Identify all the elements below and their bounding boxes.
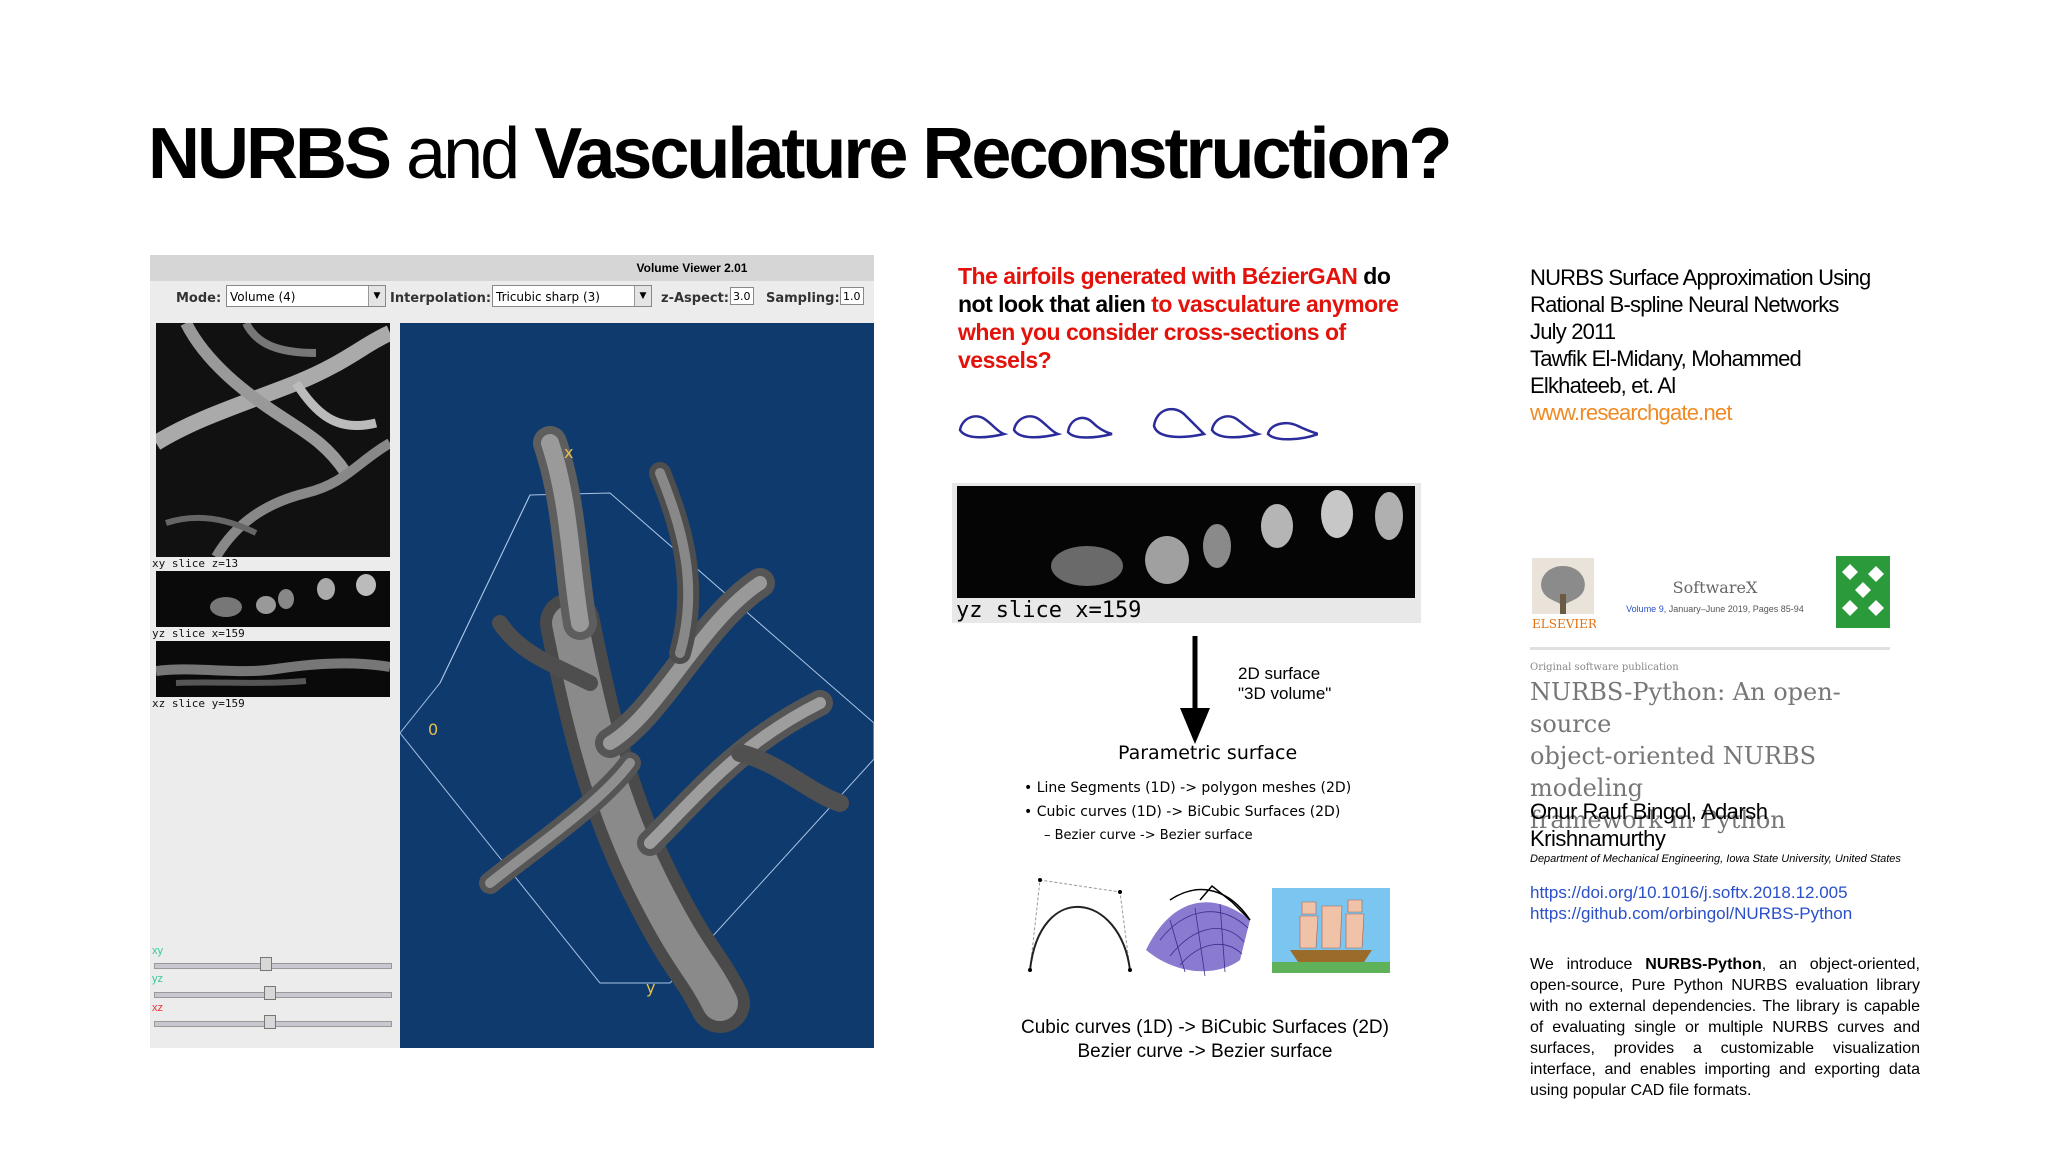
- slider-yz-label: yz: [152, 973, 163, 985]
- ref1-authors-line2: Elkhateeb, et. Al: [1530, 373, 1676, 398]
- xy-slice-image[interactable]: [156, 323, 390, 557]
- volume-render-view[interactable]: x y 0: [400, 323, 874, 1048]
- paper-title-line3: framework in Python: [1530, 806, 1786, 834]
- title-nurbs: NURBS: [148, 114, 392, 194]
- arrow-label-line2: "3D volume": [1238, 684, 1332, 703]
- cubic-curves-caption: Cubic curves (1D) -> BiCubic Surfaces (2…: [1010, 1016, 1400, 1064]
- down-arrow-icon: [1180, 636, 1210, 744]
- slide-title: NURBS and Vasculature Reconstruction?: [148, 118, 1452, 190]
- paper-title-line2: object-oriented NURBS modeling: [1530, 742, 1817, 802]
- xz-slider-thumb[interactable]: [264, 1015, 276, 1029]
- title-and: and: [406, 114, 520, 194]
- list-item: • Cubic curves (1D) -> BiCubic Surfaces …: [1024, 804, 1341, 820]
- journal-volume: Volume 9, January–June 2019, Pages 85-94: [1626, 604, 1804, 614]
- slider-xz-label: xz: [152, 1002, 163, 1014]
- arrow-label-line1: 2D surface: [1238, 664, 1321, 683]
- zaspect-input[interactable]: 3.0: [730, 287, 754, 305]
- softwarex-abstract: We introduce NURBS-Python, an object-ori…: [1530, 956, 1920, 1099]
- bezier-surface-figure: [1146, 884, 1251, 977]
- yz-slice-blobs: [156, 571, 390, 627]
- parametric-surface-list: • Line Segments (1D) -> polygon meshes (…: [1024, 776, 1351, 848]
- paper-title-line1: NURBS-Python: An open-source: [1530, 678, 1841, 738]
- mode-value: Volume (4): [230, 290, 296, 304]
- interpolation-label: Interpolation:: [390, 291, 492, 306]
- window-titlebar[interactable]: Volume Viewer 2.01: [150, 255, 874, 281]
- zaspect-label: z-Aspect:: [661, 291, 730, 306]
- xz-slice-image[interactable]: [156, 641, 390, 697]
- arrow-label: 2D surface "3D volume": [1238, 664, 1331, 704]
- authors-line1: Onur Rauf Bingol, Adarsh: [1530, 799, 1768, 824]
- volume-link[interactable]: Volume 9: [1626, 604, 1664, 614]
- mode-label: Mode:: [176, 291, 222, 306]
- researchgate-link[interactable]: www.researchgate.net: [1530, 400, 1732, 425]
- publication-type: Original software publication: [1530, 662, 1679, 673]
- softwarex-authors: Onur Rauf Bingol, Adarsh Krishnamurthy: [1530, 798, 1890, 852]
- yz-slider-thumb[interactable]: [264, 986, 276, 1000]
- chevron-down-icon[interactable]: ▼: [634, 286, 651, 306]
- softwarex-links: https://doi.org/10.1016/j.softx.2018.12.…: [1530, 882, 1852, 924]
- softwarex-paper-title: NURBS-Python: An open-source object-orie…: [1530, 676, 1910, 836]
- sampling-label: Sampling:: [766, 291, 840, 306]
- yz-slice-large-image: [957, 486, 1415, 598]
- parametric-surface-title: Parametric surface: [1118, 742, 1298, 764]
- doi-link[interactable]: https://doi.org/10.1016/j.softx.2018.12.…: [1530, 883, 1848, 902]
- ref1-authors-line1: Tawfik El-Midany, Mohammed: [1530, 346, 1802, 371]
- yz-slice-image[interactable]: [156, 571, 390, 627]
- journal-name: SoftwareX: [1672, 578, 1758, 597]
- bezier-gan-statement: The airfoils generated with BézierGAN do…: [958, 262, 1413, 374]
- yz-slice-caption: yz slice x=159: [152, 627, 245, 640]
- caption-line1: Cubic curves (1D) -> BiCubic Surfaces (2…: [1021, 1017, 1389, 1038]
- axis-y-label: y: [646, 978, 655, 997]
- statement-red-1: The airfoils generated with BézierGAN: [958, 263, 1358, 289]
- airfoil-shapes: [958, 407, 1318, 441]
- list-item: – Bezier curve -> Bezier surface: [1044, 828, 1253, 843]
- xy-slice-vessels: [156, 323, 390, 557]
- elsevier-logo: ELSEVIER: [1532, 558, 1596, 631]
- xy-slider-thumb[interactable]: [260, 957, 272, 971]
- divider: [1530, 647, 1890, 650]
- softwarex-logo: [1836, 556, 1890, 628]
- ref1-title-line1: NURBS Surface Approximation Using: [1530, 265, 1871, 290]
- xy-slice-caption: xy slice z=13: [152, 557, 239, 570]
- abstract-bold-term: NURBS-Python: [1645, 956, 1762, 973]
- xz-slice-streaks: [156, 641, 390, 697]
- ship-illustration: [1272, 888, 1390, 973]
- bezier-curve-figure: [1028, 878, 1132, 972]
- author-affiliation: Department of Mechanical Engineering, Io…: [1530, 853, 1901, 865]
- mode-select[interactable]: Volume (4) ▼: [226, 285, 386, 307]
- statement-red-2: to vasculature anymore when you consider…: [958, 291, 1399, 373]
- chevron-down-icon[interactable]: ▼: [368, 286, 385, 306]
- yz-slice-panel-caption: yz slice x=159: [956, 598, 1142, 623]
- xz-slice-caption: xz slice y=159: [152, 697, 245, 710]
- slider-xy-label: xy: [152, 945, 163, 957]
- elsevier-wordmark: ELSEVIER: [1532, 617, 1596, 631]
- statement-black: do not look that alien: [958, 263, 1391, 317]
- axis-x-label: x: [564, 443, 573, 462]
- softwarex-header: ELSEVIER SoftwareX Volume 9, January–Jun…: [1530, 556, 1890, 636]
- authors-line2: Krishnamurthy: [1530, 826, 1666, 851]
- viewer-toolbar: Mode: Volume (4) ▼ Interpolation: Tricub…: [150, 285, 874, 313]
- interpolation-select[interactable]: Tricubic sharp (3) ▼: [492, 285, 652, 307]
- ref1-date: July 2011: [1530, 319, 1616, 344]
- reference-researchgate: NURBS Surface Approximation Using Ration…: [1530, 264, 1950, 426]
- vessel-render: x y 0: [400, 323, 874, 1048]
- github-link[interactable]: https://github.com/orbingol/NURBS-Python: [1530, 904, 1853, 923]
- yz-slice-panel: yz slice x=159: [952, 483, 1421, 623]
- xy-slider[interactable]: [154, 963, 392, 969]
- title-vasculature: Vasculature Reconstruction?: [534, 114, 1452, 194]
- sampling-input[interactable]: 1.0: [840, 287, 864, 305]
- ref1-title-line2: Rational B-spline Neural Networks: [1530, 292, 1839, 317]
- window-title: Volume Viewer 2.01: [636, 261, 748, 275]
- interpolation-value: Tricubic sharp (3): [496, 290, 600, 304]
- list-item: • Line Segments (1D) -> polygon meshes (…: [1024, 780, 1352, 796]
- caption-line2: Bezier curve -> Bezier surface: [1077, 1041, 1333, 1062]
- yz-large-blobs: [957, 486, 1415, 598]
- axis-origin-label: 0: [428, 720, 438, 739]
- nurbs-ship-figure: [1272, 888, 1390, 973]
- volume-viewer-window: Volume Viewer 2.01 Mode: Volume (4) ▼ In…: [150, 255, 874, 1048]
